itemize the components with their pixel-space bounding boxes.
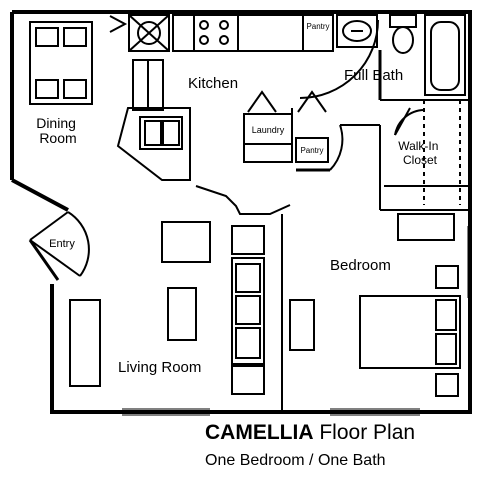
living-furniture: [69, 221, 265, 395]
plan-description: One Bedroom / One Bath: [205, 452, 386, 469]
windows: [122, 226, 469, 416]
full-bath-label: Full Bath: [344, 67, 403, 84]
dining-label: Dining Room: [36, 115, 80, 146]
closet-label-line1: Walk-In: [398, 139, 438, 153]
bedroom-label: Bedroom: [330, 257, 391, 274]
laundry-label: Laundry: [252, 125, 285, 135]
plan-name: CAMELLIA: [205, 421, 314, 444]
dining-label-line2: Room: [39, 130, 76, 146]
pantry-mid-label: Pantry: [300, 146, 323, 155]
pantry-top-label: Pantry: [306, 22, 329, 31]
dining-table: [29, 21, 93, 105]
kitchen-label: Kitchen: [188, 75, 238, 92]
entry-label: Entry: [49, 238, 75, 250]
interior-walls: [195, 185, 291, 412]
laundry-area: [243, 90, 380, 172]
bedroom-furniture: [289, 213, 461, 397]
bathroom-fixtures: [299, 14, 470, 101]
plan-title: CAMELLIA Floor Plan: [205, 421, 415, 445]
closet-label-line2: Closet: [403, 153, 438, 167]
closet-walls: [379, 100, 470, 211]
floor-plan: Dining Room Kitchen Pantry Full Bath Lau…: [10, 10, 472, 416]
exterior-walls: [10, 10, 472, 414]
kitchen-fixtures: [109, 14, 304, 181]
closet-label: Walk-In Closet: [398, 139, 442, 167]
pantry-top-outline: [302, 14, 334, 52]
dining-label-line1: Dining: [36, 115, 76, 131]
living-room-label: Living Room: [118, 359, 201, 376]
entry-door: [28, 211, 90, 281]
plan-subtitle: Floor Plan: [319, 421, 416, 444]
